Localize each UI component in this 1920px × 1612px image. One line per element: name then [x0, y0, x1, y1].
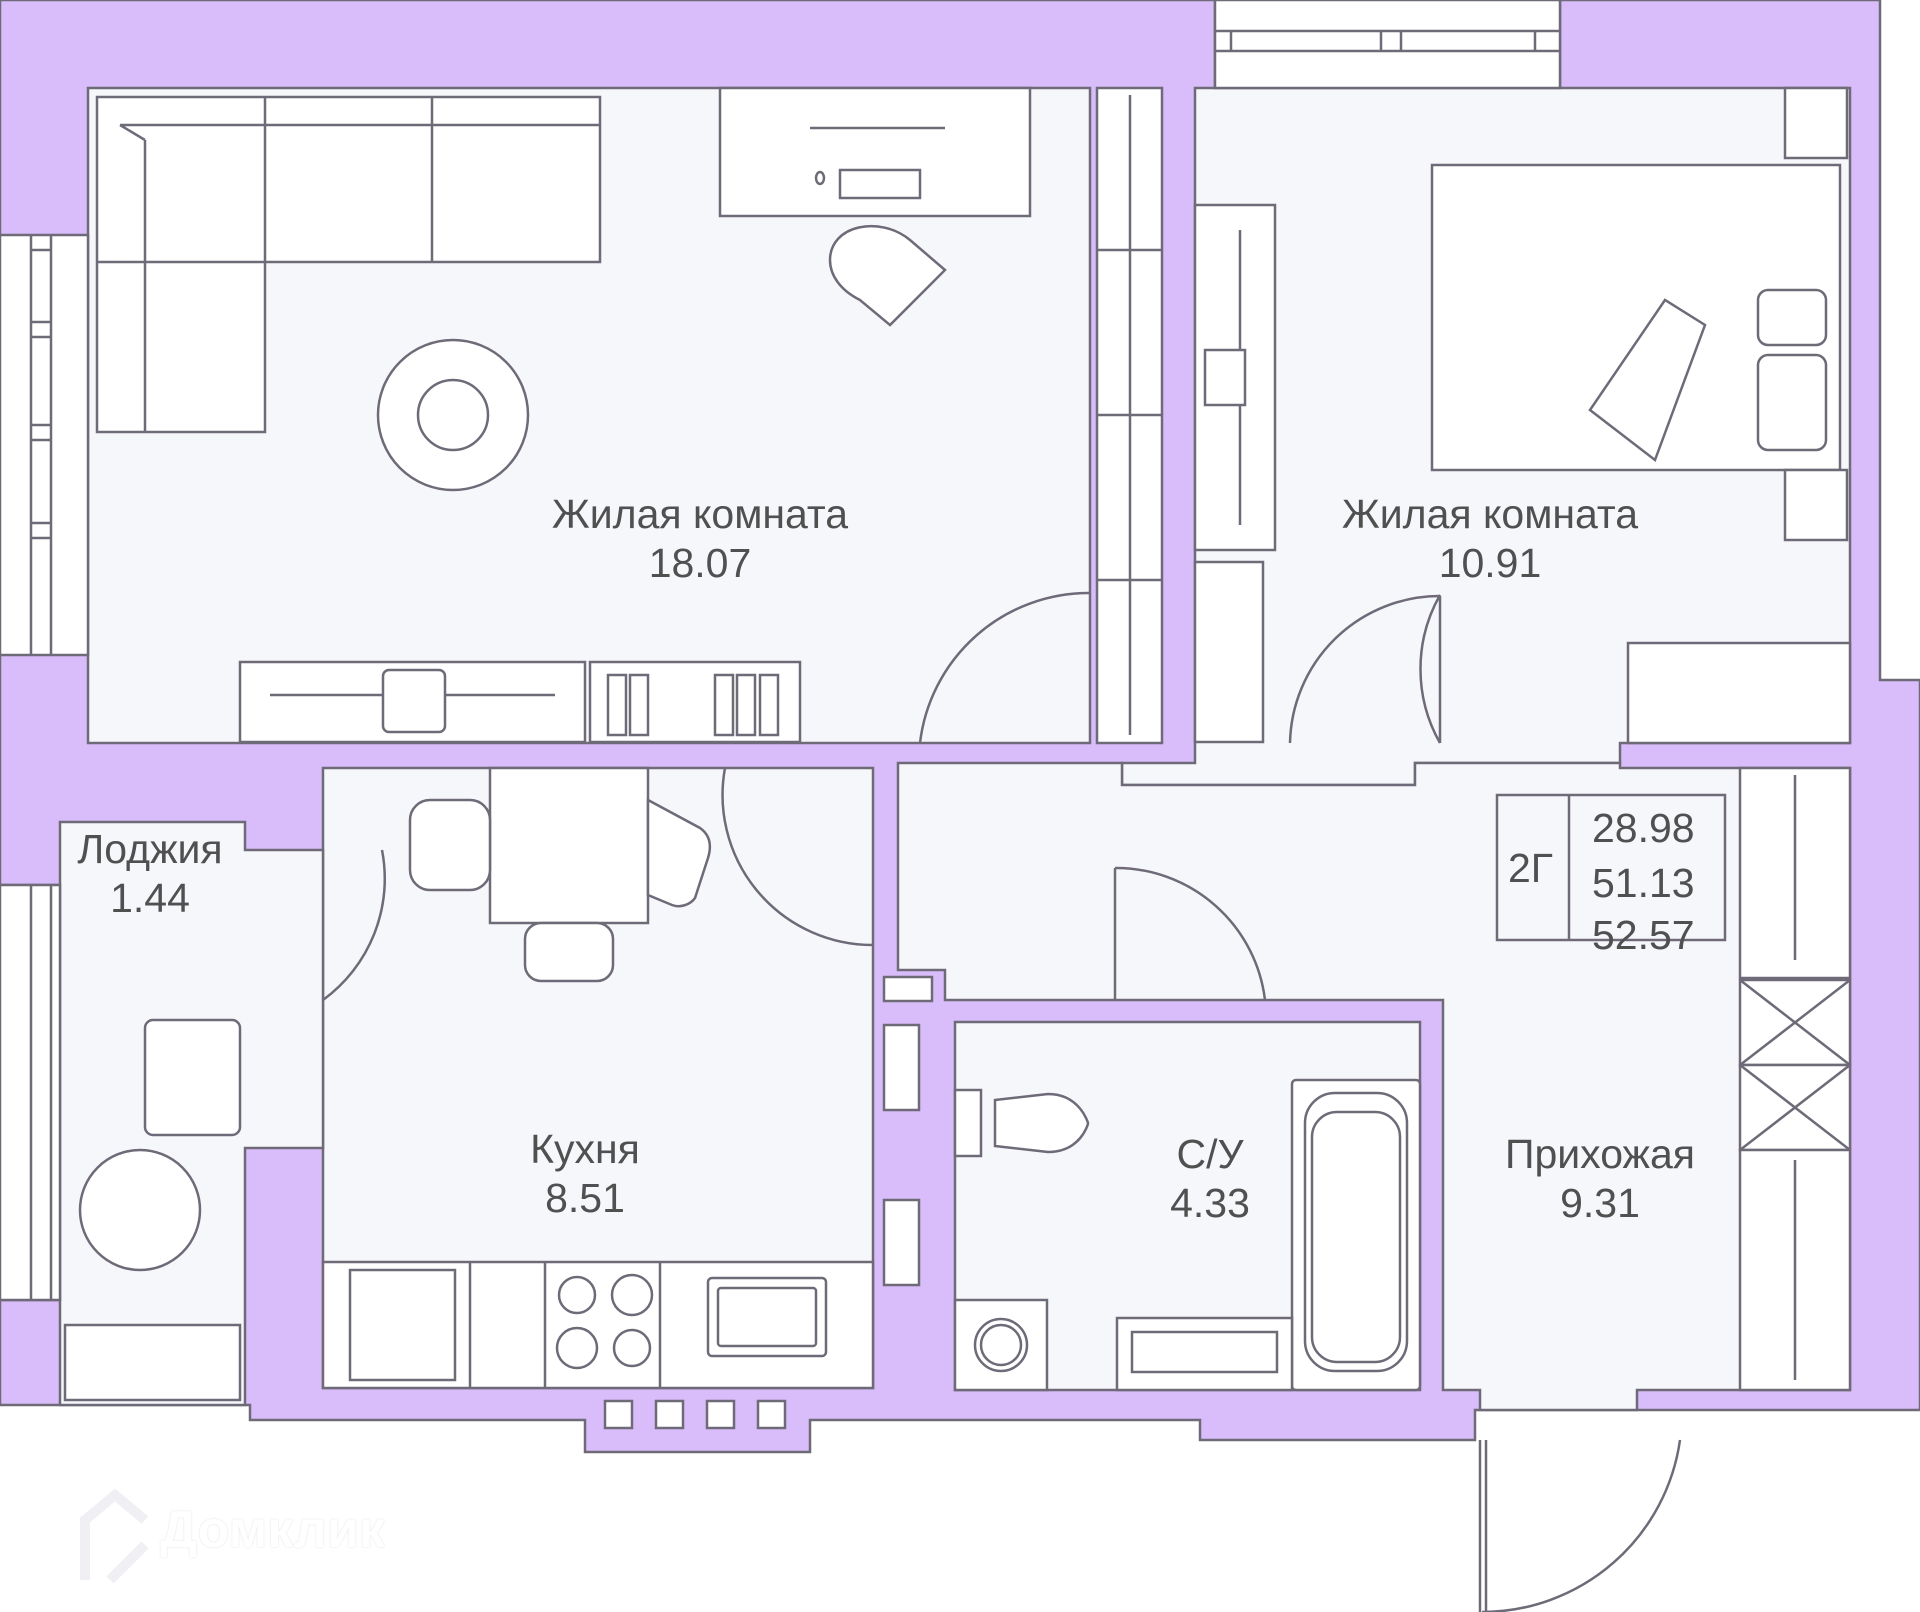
- living-area-value: 28.98: [1592, 805, 1695, 851]
- room-name: Жилая комната: [551, 491, 849, 537]
- sofa: [95, 95, 602, 434]
- dining-table: [488, 766, 650, 925]
- room-label-loggia: Лоджия 1.44: [55, 825, 245, 923]
- total-area-with-loggia-value: 52.57: [1592, 912, 1695, 958]
- loggia-table: [78, 1148, 202, 1272]
- pillow-2: [1756, 353, 1828, 452]
- wardrobe-living-1: [1095, 86, 1164, 745]
- room-name: Прихожая: [1505, 1131, 1695, 1177]
- nightstand-1: [1783, 86, 1849, 160]
- room-area: 4.33: [1170, 1180, 1250, 1227]
- loggia-chair: [143, 1018, 242, 1137]
- door-loggia: [322, 849, 387, 1002]
- room-area: 8.51: [545, 1175, 625, 1222]
- fridge: [348, 1268, 457, 1382]
- room-label-kitchen: Кухня 8.51: [460, 1125, 710, 1223]
- desk: [718, 86, 1032, 218]
- shelf-bedroom: [1193, 560, 1265, 744]
- apartment-type-code: 2Г: [1508, 845, 1554, 891]
- door-bathroom: [1114, 866, 1267, 1001]
- room-name: С/У: [1176, 1131, 1244, 1177]
- chair-left: [408, 798, 492, 892]
- room-area: 9.31: [1560, 1180, 1640, 1227]
- stove: [555, 1273, 654, 1370]
- room-area: 1.44: [110, 875, 190, 922]
- room-label-hallway: Прихожая 9.31: [1460, 1130, 1740, 1228]
- window-top: [1213, 0, 1562, 90]
- nightstand-2: [1783, 468, 1849, 542]
- blanket: [1588, 298, 1707, 463]
- chair-right: [646, 797, 712, 908]
- summary-box: [1495, 793, 1727, 942]
- door-kitchen: [721, 767, 874, 947]
- chair-bottom: [523, 921, 615, 983]
- wardrobe-hallway: [1738, 766, 1852, 1392]
- door-living-1: [918, 591, 1091, 744]
- toilet-tank: [953, 1088, 983, 1158]
- total-area-value: 51.13: [1592, 860, 1695, 906]
- room-label-bathroom: С/У 4.33: [1110, 1130, 1310, 1228]
- door-living-2: [1419, 594, 1442, 744]
- room-name: Жилая комната: [1341, 491, 1639, 537]
- room-label-living-2: Жилая комната 10.91: [1310, 490, 1670, 588]
- room-label-living-1: Жилая комната 18.07: [520, 490, 880, 588]
- watermark: Домклик: [160, 1500, 385, 1560]
- house-logo-icon: [80, 1488, 149, 1584]
- ventilation-blocks: [603, 1399, 787, 1430]
- watermark-text: Домклик: [160, 1501, 385, 1559]
- toilet-bowl: [993, 1092, 1090, 1154]
- pillow-1: [1756, 288, 1828, 347]
- washing-machine: [953, 1298, 1049, 1392]
- room-name: Лоджия: [77, 826, 223, 872]
- room-area: 18.07: [648, 540, 752, 587]
- door-bedroom-arc: [1288, 594, 1441, 744]
- room-name: Кухня: [530, 1126, 640, 1172]
- room-area: 10.91: [1438, 540, 1542, 587]
- loggia-rack: [63, 1323, 242, 1402]
- window-left-upper: [0, 233, 90, 657]
- office-chair: [828, 225, 947, 327]
- entrance-door: [1481, 1439, 1682, 1612]
- wardrobe-bedroom: [1626, 641, 1852, 745]
